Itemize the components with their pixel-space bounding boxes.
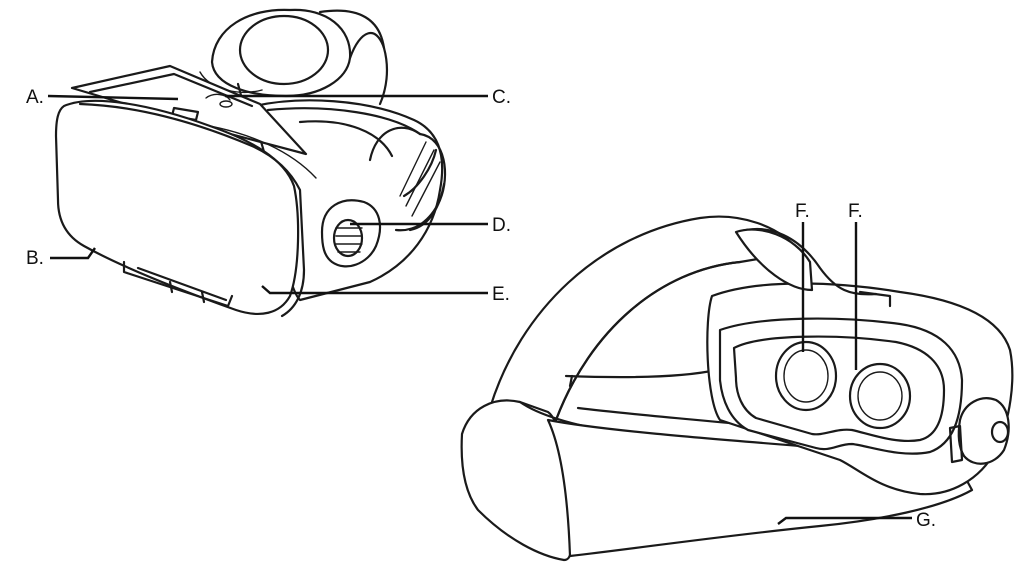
right-lens-icon	[848, 362, 912, 430]
leader-e	[261, 285, 488, 295]
callout-f-right: F.	[848, 201, 863, 222]
leader-a	[47, 94, 179, 101]
callout-labels: A. B. C. D. E. F. F. G.	[26, 87, 936, 531]
callout-c: C.	[492, 87, 511, 108]
overhead-strap	[488, 215, 802, 422]
callout-d: D.	[492, 215, 511, 236]
front-faceplate	[54, 99, 317, 318]
callout-b: B.	[26, 248, 44, 269]
face-cushion	[718, 317, 964, 455]
leader-b	[50, 247, 96, 260]
rear-view-headset	[460, 215, 1014, 562]
leader-g	[777, 516, 912, 525]
phone-clamp	[122, 260, 234, 308]
callout-leaders	[47, 94, 912, 525]
focus-knob-icon	[320, 199, 382, 268]
callout-e: E.	[492, 284, 510, 305]
front-view-headset	[54, 8, 447, 318]
top-strap-icon	[186, 8, 389, 116]
callout-f-left: F.	[795, 201, 810, 222]
left-lens-icon	[774, 340, 838, 412]
side-buckle-icon	[948, 397, 1010, 465]
callout-g: G.	[916, 510, 936, 531]
callout-a: A.	[26, 87, 44, 108]
